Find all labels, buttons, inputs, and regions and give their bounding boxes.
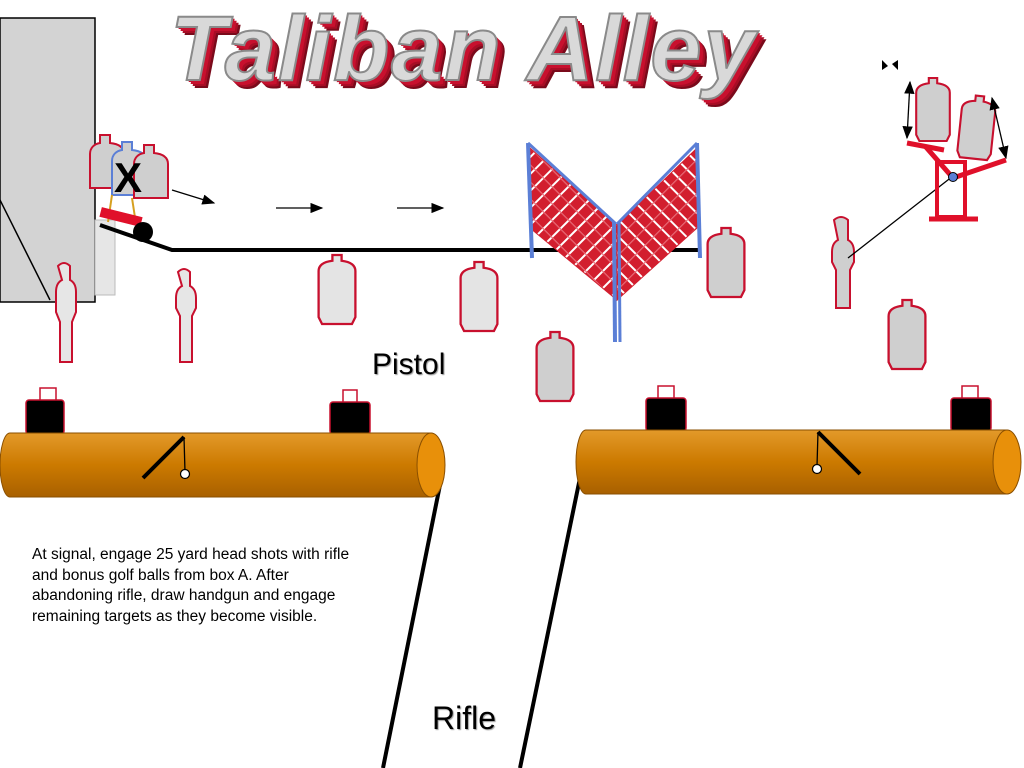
left-wall [0,17,96,303]
mesh-barrier-icon [526,141,702,343]
silhouette-target-d [535,330,575,403]
mover-track [99,223,700,252]
rifle-label: Rifle [432,700,497,736]
silhouette-target-a [317,253,357,326]
rifle-line-right [518,477,582,768]
barrel-right [575,385,1022,495]
narrow-target-1 [55,262,77,363]
wall-diagonal-line [0,199,51,301]
silhouette-target-c [706,226,746,299]
silhouette-target-e [887,298,927,371]
x-marker-label: X [114,154,142,201]
narrow-target-2 [175,268,197,363]
direction-arrow-1 [171,189,216,205]
x-marker: X [114,154,142,201]
swinging-target-stand-icon [882,60,1009,222]
silhouette-target-b [459,260,499,333]
stage-instructions: At signal, engage 25 yard head shots wit… [32,546,350,625]
rifle-line-left [381,479,443,768]
barrel-left [0,387,446,498]
narrow-target-3 [831,216,855,309]
page-title: Taliban Alley [169,0,757,101]
cluster-targets [89,134,169,296]
pistol-label: Pistol [372,348,446,381]
